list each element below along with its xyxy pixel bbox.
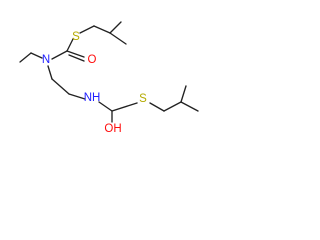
bond-c2-s2 <box>111 102 138 112</box>
bond-ch-me-top <box>109 21 122 34</box>
bond-ch2-ch3 <box>19 52 32 63</box>
bond-n1-c1 <box>51 50 68 60</box>
bond-s2-ch2 <box>149 102 165 112</box>
bond-c1-s1 <box>66 38 74 52</box>
hydroxyl-group-label: OH <box>104 123 121 135</box>
bond-s1-ch2 <box>79 25 95 34</box>
bond-ch2-ch-b <box>163 101 182 112</box>
bond-ch-me-right-b <box>180 101 199 112</box>
bond-n1-ch2 <box>30 52 43 59</box>
atom-labels: S N O NH S OH <box>42 31 147 135</box>
bond-n1-ca <box>47 65 53 80</box>
nh-group-label: NH <box>84 92 101 104</box>
bond-ch2-ch <box>93 25 111 34</box>
bond-cb-nh <box>68 93 86 100</box>
bond-ca-cb <box>51 78 70 95</box>
nitrogen-atom-label: N <box>42 54 50 66</box>
structure-canvas: S N O NH S OH <box>19 21 199 135</box>
bond-c1-o1-b <box>68 54 85 62</box>
bond-nh-c2 <box>98 101 113 112</box>
sulfur-atom-label-2: S <box>139 93 147 105</box>
bonds <box>19 21 199 123</box>
bond-ch-me-right <box>109 32 127 45</box>
oxygen-atom-label: O <box>88 54 97 66</box>
bond-c1-o1-a <box>66 50 85 58</box>
bond-ch-me-top-b <box>180 85 187 103</box>
sulfur-atom-label: S <box>72 31 80 43</box>
